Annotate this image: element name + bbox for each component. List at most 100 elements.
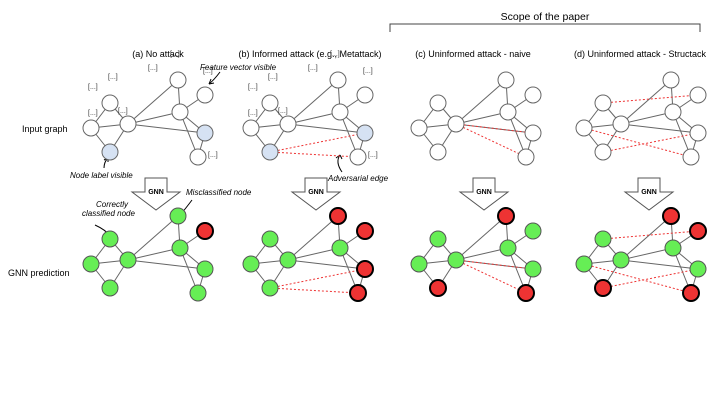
gnn-arrow-a: [130, 177, 182, 211]
correct-node-a-prediction: [119, 251, 137, 269]
feature-vector-placeholder: [...]: [208, 152, 218, 159]
misclassified-node-a-prediction: [196, 222, 214, 240]
node-a-input: [189, 148, 207, 166]
edge-c-prediction: [455, 215, 507, 261]
edge-b-prediction: [287, 259, 366, 270]
correct-node-a-prediction: [171, 239, 189, 257]
edge-b-prediction: [287, 247, 341, 261]
feature-placeholders: [...] [...] [...] [...] [...] [...] [...] [...]…: [88, 51, 378, 159]
misclassified-node-b-prediction: [356, 260, 374, 278]
node-c-input: [429, 94, 447, 112]
feature-vector-placeholder: [...]: [148, 65, 158, 72]
correct-node-d-prediction: [612, 251, 630, 269]
feature-vector-placeholder: [...]: [248, 110, 258, 117]
adversarial-edge-c-input: [455, 123, 527, 158]
feature-vector-placeholder: [...]: [108, 74, 118, 81]
adversarial-edge-b-prediction: [269, 268, 366, 289]
correct-node-c-prediction: [410, 255, 428, 273]
correct-node-b-prediction: [331, 239, 349, 257]
correct-node-a-prediction: [101, 230, 119, 248]
edge-b-input: [287, 79, 339, 125]
misclassified-node-c-prediction: [497, 207, 515, 225]
node-a-input: [119, 115, 137, 133]
edge-a-prediction: [127, 259, 206, 270]
edge-a-input: [127, 123, 206, 134]
adversarial-edge-b-input: [269, 151, 359, 158]
edge-b-input: [287, 123, 366, 134]
correct-node-c-prediction: [524, 222, 542, 240]
node-a-input: [101, 94, 119, 112]
misclassified-node-d-prediction: [682, 284, 700, 302]
edge-d-prediction: [620, 259, 699, 270]
misclassified-node-c-prediction: [429, 279, 447, 297]
row-label-input: Input graph: [22, 124, 68, 134]
panel-title-a: (a) No attack: [132, 49, 184, 59]
correct-node-c-prediction: [524, 260, 542, 278]
correct-node-b-prediction: [261, 230, 279, 248]
edge-b-prediction: [287, 215, 339, 261]
adversarial-edge-b-prediction: [269, 287, 359, 294]
correct-node-d-prediction: [664, 239, 682, 257]
feature-vector-placeholder: [...]: [88, 110, 98, 117]
misclassified-node-b-prediction: [356, 222, 374, 240]
correct-node-a-prediction: [101, 279, 119, 297]
correct-node-b-prediction: [279, 251, 297, 269]
adversarial-edge-d-input: [583, 127, 692, 158]
feature-vector-placeholder: [...]: [248, 84, 258, 91]
panel-title-b: (b) Informed attack (e.g., Metattack): [238, 49, 381, 59]
adversarial-edge-c-prediction: [455, 259, 527, 294]
edge-a-input: [127, 111, 181, 125]
labeled-node-a-input: [101, 143, 119, 161]
correct-node-d-prediction: [594, 230, 612, 248]
edge-a-prediction: [127, 247, 181, 261]
adversarial-edge-d-prediction: [602, 230, 699, 240]
node-a-input: [169, 71, 187, 89]
annotation-correct-line1: Correctly: [96, 200, 129, 209]
node-d-input: [612, 115, 630, 133]
node-d-input: [594, 94, 612, 112]
annotation-node-label: Node label visible: [70, 171, 133, 180]
labeled-node-a-input: [196, 124, 214, 142]
node-a-input: [82, 119, 100, 137]
feature-vector-placeholder: [...]: [363, 68, 373, 75]
gnn-arrow-d: [623, 177, 675, 211]
gnn-arrow-label: GNN: [148, 189, 164, 196]
panel-title-d: (d) Uninformed attack - Structack: [574, 49, 707, 59]
labeled-node-b-input: [356, 124, 374, 142]
adversarial-edge-c-input: [455, 123, 534, 134]
gnn-arrow-label: GNN: [641, 189, 657, 196]
node-d-input: [575, 119, 593, 137]
edge-d-input: [620, 111, 674, 125]
node-d-input: [594, 143, 612, 161]
node-c-input: [517, 148, 535, 166]
node-c-input: [429, 143, 447, 161]
node-b-input: [331, 103, 349, 121]
node-c-input: [524, 124, 542, 142]
node-d-input: [662, 71, 680, 89]
misclassified-node-b-prediction: [329, 207, 347, 225]
feature-vector-placeholder: [...]: [88, 84, 98, 91]
node-c-input: [410, 119, 428, 137]
annotation-adversarial-edge: Adversarial edge: [327, 174, 389, 183]
edge-c-input: [455, 79, 507, 125]
node-b-input: [242, 119, 260, 137]
node-d-input: [689, 86, 707, 104]
misclassified-node-d-prediction: [594, 279, 612, 297]
feature-vector-placeholder: [...]: [330, 51, 340, 58]
correct-node-c-prediction: [499, 239, 517, 257]
misclassified-node-c-prediction: [517, 284, 535, 302]
edge-a-prediction: [127, 215, 179, 261]
misclassified-node-d-prediction: [689, 222, 707, 240]
node-d-input: [664, 103, 682, 121]
feature-vector-arrow: [208, 71, 221, 85]
annotation-correct-line2: classified node: [82, 209, 135, 218]
scope-label: Scope of the paper: [501, 11, 590, 23]
correct-node-b-prediction: [261, 279, 279, 297]
correct-node-a-prediction: [169, 207, 187, 225]
node-b-input: [356, 86, 374, 104]
node-d-input: [689, 124, 707, 142]
node-b-input: [261, 94, 279, 112]
node-c-input: [524, 86, 542, 104]
